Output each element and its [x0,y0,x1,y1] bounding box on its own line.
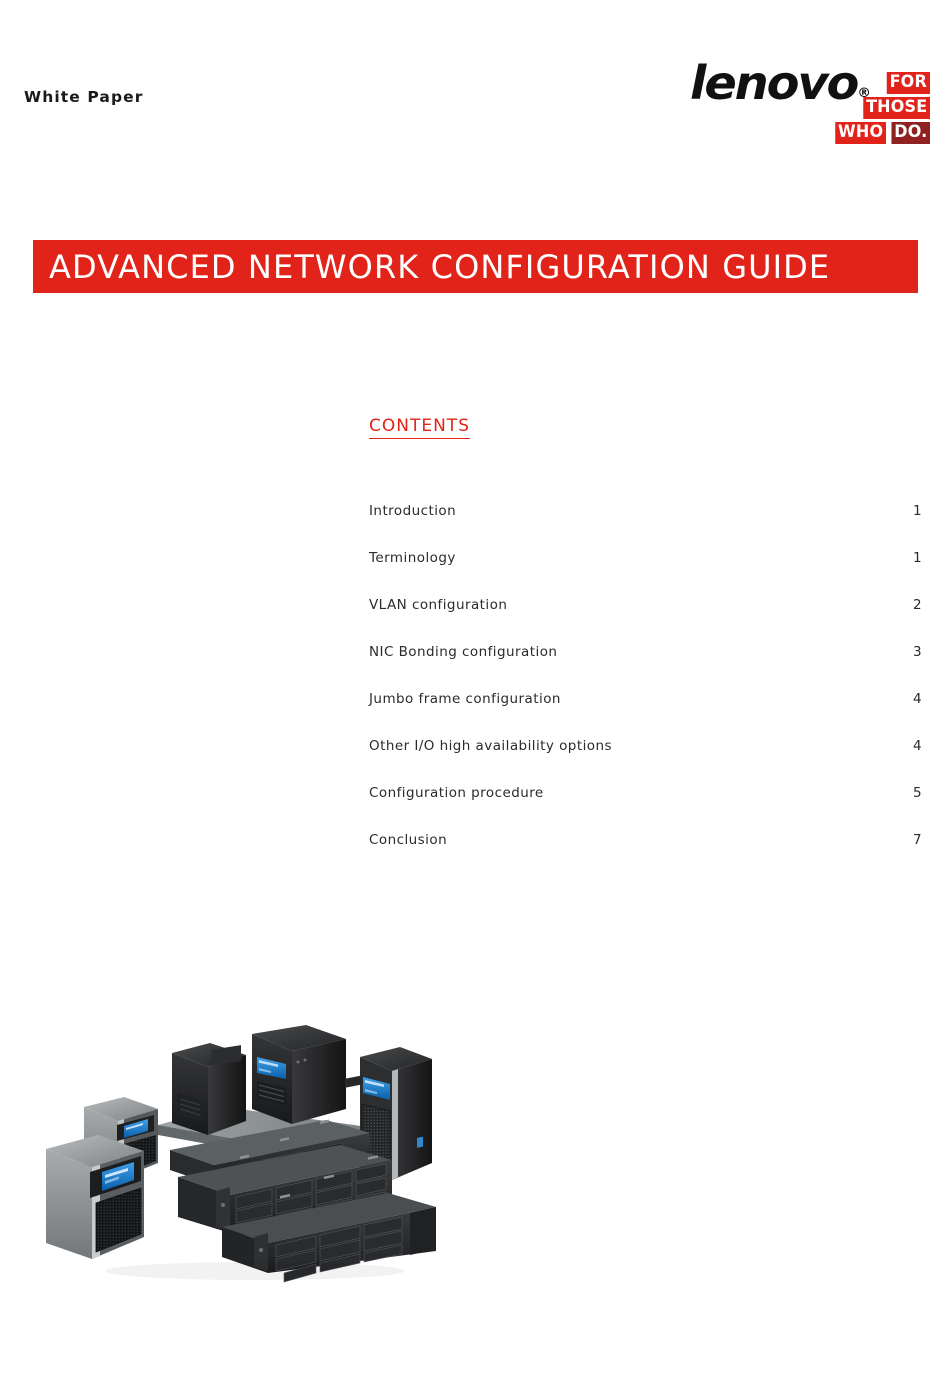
toc-entry-page: 4 [912,738,922,754]
tagline-chip-for: FOR [886,72,930,94]
toc-entry-page: 2 [912,597,922,613]
toc-entry-page: 1 [912,550,922,566]
toc-entry[interactable]: Terminology 1 [369,550,922,597]
tagline-chip-do: DO. [891,122,930,144]
toc-entry-label: Configuration procedure [369,785,544,801]
toc-entry-page: 3 [912,644,922,660]
toc-entry-page: 7 [912,832,922,848]
toc-entry-page: 4 [912,691,922,707]
toc-entry[interactable]: NIC Bonding configuration 3 [369,644,922,691]
rack-storage-array-front [222,1136,436,1283]
document-title-banner: ADVANCED NETWORK CONFIGURATION GUIDE [33,240,918,293]
tagline-chip-those: THOSE [863,97,930,119]
toc-entry[interactable]: Introduction 1 [369,503,922,550]
tagline-row-2: THOSE [808,97,930,119]
registered-trademark-icon: ® [857,86,871,101]
toc-entry-label: Jumbo frame configuration [369,691,561,707]
toc-entry-label: Conclusion [369,832,448,848]
toc-entry-label: Other I/O high availability options [369,738,612,754]
toc-entry[interactable]: Other I/O high availability options 4 [369,738,922,785]
lenovo-wordmark-text: lenovo [690,56,859,110]
table-of-contents: Introduction 1 Terminology 1 VLAN config… [369,503,922,879]
toc-entry-label: VLAN configuration [369,597,508,613]
toc-entry-label: Terminology [369,550,456,566]
toc-entry-label: NIC Bonding configuration [369,644,558,660]
toc-entry-page: 5 [912,785,922,801]
tagline-chip-who: WHO [834,122,886,144]
toc-entry[interactable]: Conclusion 7 [369,832,922,879]
toc-entry[interactable]: Jumbo frame configuration 4 [369,691,922,738]
toc-entry[interactable]: Configuration procedure 5 [369,785,922,832]
contents-heading: CONTENTS [369,416,470,439]
toc-entry[interactable]: VLAN configuration 2 [369,597,922,644]
nas-silver-front-left [46,1135,144,1259]
toc-entry-label: Introduction [369,503,457,519]
page-title: ADVANCED NETWORK CONFIGURATION GUIDE [49,247,831,286]
product-family-photo [40,1005,470,1295]
toc-entry-page: 1 [912,503,922,519]
tagline-row-1: FOR [808,72,930,94]
nas-black-tower-left [172,1043,246,1135]
lenovo-wordmark: lenovo® [690,60,871,106]
nas-black-center-lcd [252,1025,346,1124]
document-type-label: White Paper [24,88,144,106]
